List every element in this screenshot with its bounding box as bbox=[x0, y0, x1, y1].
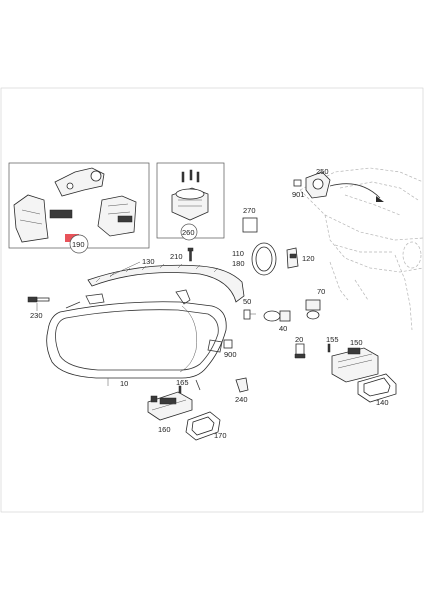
callout-110: 110 bbox=[232, 249, 244, 258]
callout-170: 170 bbox=[214, 431, 227, 440]
part-110-ring: 110 180 bbox=[232, 242, 277, 276]
part-270: 270 bbox=[242, 206, 258, 233]
callout-210: 210 bbox=[170, 252, 183, 261]
callout-190: 190 bbox=[72, 240, 85, 249]
inset-box-260: 260 bbox=[156, 162, 225, 241]
callout-40: 40 bbox=[279, 324, 287, 333]
callout-260: 260 bbox=[182, 228, 195, 237]
callout-50: 50 bbox=[243, 297, 251, 306]
callout-130: 130 bbox=[142, 257, 155, 266]
callout-20: 20 bbox=[295, 335, 303, 344]
callout-120: 120 bbox=[302, 254, 315, 263]
callout-900: 900 bbox=[224, 350, 237, 359]
part-150-control-unit: 155 150 bbox=[326, 335, 379, 383]
part-140-gasket: 140 bbox=[357, 373, 397, 407]
callout-901: 901 bbox=[292, 190, 305, 199]
part-240: 240 bbox=[235, 377, 249, 404]
callout-165: 165 bbox=[176, 378, 189, 387]
diagram-frame bbox=[0, 87, 424, 513]
part-210: 210 bbox=[170, 247, 194, 262]
part-10-headlamp: 10 bbox=[46, 289, 227, 391]
callout-240: 240 bbox=[235, 395, 248, 404]
part-160-control-unit: 165 160 bbox=[147, 378, 193, 434]
callout-155: 155 bbox=[326, 335, 339, 344]
part-170-gasket: 170 bbox=[185, 411, 227, 441]
callout-140: 140 bbox=[376, 398, 389, 407]
part-900: 900 bbox=[223, 339, 237, 359]
part-120: 120 bbox=[286, 247, 315, 269]
part-230: 230 bbox=[27, 296, 50, 320]
callout-180: 180 bbox=[232, 259, 245, 268]
part-40-bulb: 40 bbox=[263, 310, 291, 333]
callout-230: 230 bbox=[30, 311, 43, 320]
callout-150: 150 bbox=[350, 338, 363, 347]
part-130-strip: 130 bbox=[87, 257, 245, 303]
callout-70: 70 bbox=[317, 287, 325, 296]
part-250: 250 901 bbox=[292, 167, 384, 202]
part-70-bulb: 70 bbox=[305, 287, 325, 320]
callout-250: 250 bbox=[316, 167, 329, 176]
callout-160: 160 bbox=[158, 425, 171, 434]
part-50: 50 bbox=[243, 297, 256, 320]
inset-box-190: 190 bbox=[8, 162, 150, 254]
callout-270: 270 bbox=[243, 206, 256, 215]
part-20-bulb: 20 bbox=[294, 335, 306, 359]
callout-10: 10 bbox=[120, 379, 128, 388]
